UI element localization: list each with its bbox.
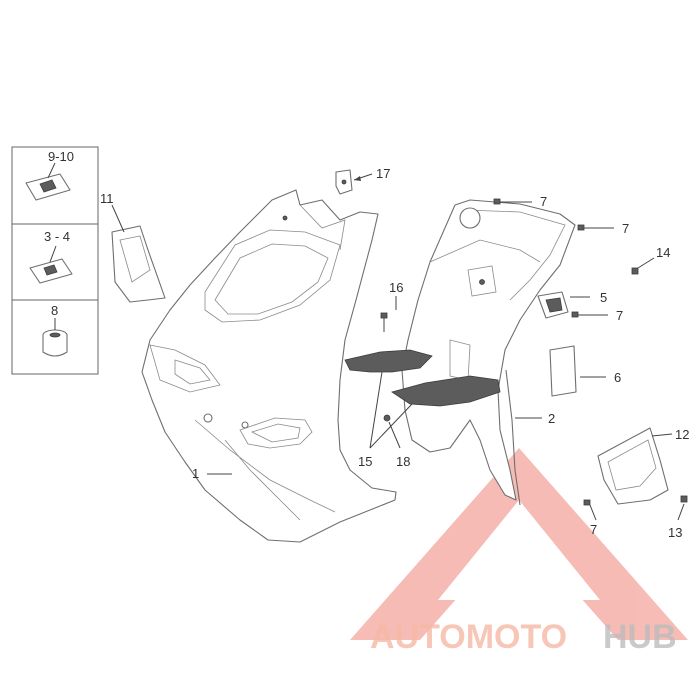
callout-3-4: 3 - 4 xyxy=(44,229,70,244)
callout-8: 8 xyxy=(51,303,58,318)
callout-1: 1 xyxy=(192,466,199,481)
screw-part-16 xyxy=(380,296,397,332)
callout-7-mid: 7 xyxy=(616,308,623,323)
callout-7-top: 7 xyxy=(540,194,547,209)
side-cover-part-11 xyxy=(111,204,166,303)
callout-16: 16 xyxy=(389,280,403,295)
callout-15: 15 xyxy=(358,454,372,469)
rubber-bush-icon xyxy=(42,329,68,357)
plates-part-15 xyxy=(344,349,501,449)
watermark-logo xyxy=(350,448,688,640)
watermark-text-automoto: AUTOMOTO xyxy=(370,618,567,656)
callout-13: 13 xyxy=(668,525,682,540)
callout-17: 17 xyxy=(376,166,390,181)
screw-part-14 xyxy=(631,257,655,275)
callout-12: 12 xyxy=(675,427,689,442)
cover-part-12 xyxy=(597,427,673,505)
callout-2: 2 xyxy=(548,411,555,426)
callout-18: 18 xyxy=(396,454,410,469)
front-shield-part-1 xyxy=(141,189,397,543)
bracket-part-17 xyxy=(335,169,373,195)
plate-part-6 xyxy=(549,345,606,397)
callout-6: 6 xyxy=(614,370,621,385)
callout-7-bottom: 7 xyxy=(590,522,597,537)
callout-9-10: 9-10 xyxy=(48,149,74,164)
callout-5: 5 xyxy=(600,290,607,305)
callout-14: 14 xyxy=(656,245,670,260)
watermark-text-hub: HUB xyxy=(603,618,677,656)
bracket-part-5 xyxy=(537,291,590,319)
inner-shield-part-2 xyxy=(401,199,576,506)
nut-part-18 xyxy=(383,414,401,449)
watermark-brand: AUTOMOTO HUB xyxy=(370,618,677,656)
screws-part-7 xyxy=(493,198,614,521)
fastener-kit-box xyxy=(11,146,99,375)
screw-part-13 xyxy=(677,495,688,521)
callout-7-right: 7 xyxy=(622,221,629,236)
callout-11: 11 xyxy=(100,191,114,206)
